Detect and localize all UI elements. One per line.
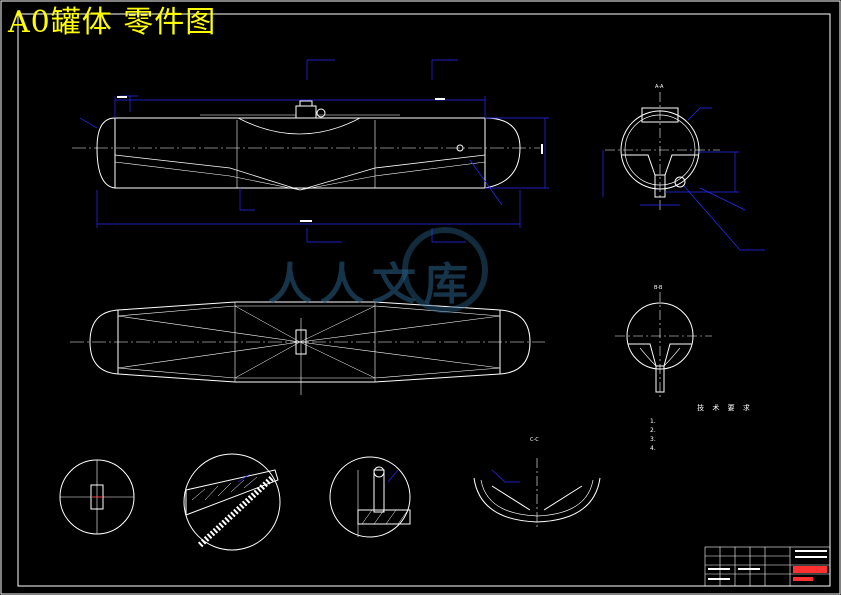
side-view-outlet-pipe — [654, 174, 666, 198]
detail-view-3 — [329, 456, 411, 538]
title-block-school-line-1 — [795, 550, 827, 552]
dim-text-shell-right — [435, 98, 445, 100]
side-view-shell-inner-circle — [624, 114, 696, 186]
detail-2-hatched-wall — [197, 475, 275, 548]
detail-3-hatch-1 — [361, 509, 373, 525]
title-block-drawing-name-highlight — [793, 566, 827, 573]
plan-view-outline — [89, 301, 531, 383]
detail-2-hatch-2 — [204, 485, 219, 501]
title-block-frame — [704, 546, 831, 587]
front-view-shell-outline — [96, 117, 521, 189]
plan-view-inner-bottom — [117, 367, 501, 379]
front-view-bottom-contour — [114, 154, 486, 191]
detail-3-hatch-3 — [385, 509, 397, 525]
section-aa-view — [615, 292, 712, 400]
front-view-dim-text-marks — [117, 96, 543, 222]
plan-view — [70, 301, 545, 395]
side-view-leader — [683, 185, 765, 251]
detail-3-hatch-4 — [397, 509, 409, 525]
side-view-leader-2 — [699, 187, 746, 211]
section-cc-inner-arc — [480, 479, 594, 517]
side-view-leader-top — [687, 107, 712, 121]
side-view — [605, 92, 720, 210]
side-view-manhole — [641, 107, 679, 123]
technical-requirements: 技 术 要 求 1. 2. 3. 4. — [650, 404, 800, 453]
detail-3-hatch — [361, 509, 409, 525]
detail-view-1 — [59, 459, 135, 535]
detail-3-leader — [387, 469, 399, 483]
section-cc-outer-arc — [473, 477, 601, 523]
dim-text-height — [541, 144, 543, 154]
detail-2-hatch-3 — [217, 482, 232, 497]
detail-3-pipe-top — [373, 466, 385, 478]
watermark-text: 人人文库 — [268, 259, 476, 310]
section-cc-leader — [491, 469, 520, 483]
section-cc-view — [473, 458, 601, 530]
front-view-inner-slope-left — [114, 161, 301, 191]
section-b-marker-bottom — [431, 228, 466, 243]
detail-2-plate — [185, 469, 279, 516]
detail-2-hatch — [191, 476, 258, 501]
detail-3-hatch-2 — [373, 509, 385, 525]
dim-text-overall — [300, 220, 312, 222]
section-b-marker-top — [431, 59, 458, 80]
title-block-text-3 — [708, 578, 730, 580]
leader-bottom — [239, 188, 255, 211]
technical-requirements-title: 技 术 要 求 — [697, 404, 753, 412]
leader-left-head — [79, 117, 98, 129]
detail-2-hatch-4 — [230, 479, 245, 493]
detail-2-hatch-1 — [191, 488, 206, 501]
section-aa-label-top: A-A — [655, 84, 664, 90]
detail-2-leader — [237, 473, 251, 483]
front-view-nozzle — [316, 108, 326, 118]
title-block-text-marks — [708, 550, 827, 580]
section-cc-label: C-C — [530, 437, 539, 443]
section-a-marker-bottom — [306, 228, 342, 243]
detail-3-circle — [329, 456, 411, 538]
side-view-shell-circle — [620, 110, 700, 190]
front-view-side-nozzle — [456, 144, 464, 152]
front-view-top-dome — [237, 117, 361, 135]
plan-view-inner-top — [117, 305, 501, 317]
drawing-title: A0罐体 零件图 — [8, 5, 217, 40]
title-block — [704, 546, 831, 587]
front-view-dimensions — [79, 59, 549, 243]
title-block-drawing-number-highlight — [793, 577, 813, 581]
section-aa-outlet-pipe — [655, 365, 665, 393]
title-block-text-1 — [708, 568, 730, 570]
section-cc-slope-plates — [491, 485, 583, 511]
plan-view-slope-inner-right — [299, 305, 376, 379]
technical-requirement-item: 2. — [650, 427, 656, 434]
inner-frame — [17, 13, 831, 587]
detail-3-pipe — [373, 469, 385, 513]
dim-text-shell-left — [117, 96, 127, 98]
front-view-manhole-neck — [295, 105, 317, 119]
detail-2-hatch-5 — [243, 476, 258, 489]
section-aa-shell-circle — [626, 302, 694, 370]
side-view-drain-nozzle — [674, 176, 686, 188]
title-block-school-line-2 — [795, 556, 827, 558]
detail-view-2 — [183, 453, 281, 551]
technical-requirement-item: 3. — [650, 436, 656, 443]
section-a-marker-top — [306, 59, 335, 80]
leader-side-nozzle — [469, 159, 503, 206]
detail-2-circle — [183, 453, 281, 551]
technical-requirement-item: 4. — [650, 445, 656, 452]
technical-requirement-item: 1. — [650, 418, 656, 425]
section-bb-label: B-B — [654, 285, 663, 291]
section-aa-sump-inner — [639, 347, 681, 367]
side-view-dimensions — [602, 107, 765, 251]
title-block-text-2 — [738, 568, 760, 570]
front-view-manhole-cover — [299, 100, 313, 107]
front-view — [72, 100, 540, 191]
watermark-logo-ring — [402, 227, 488, 313]
